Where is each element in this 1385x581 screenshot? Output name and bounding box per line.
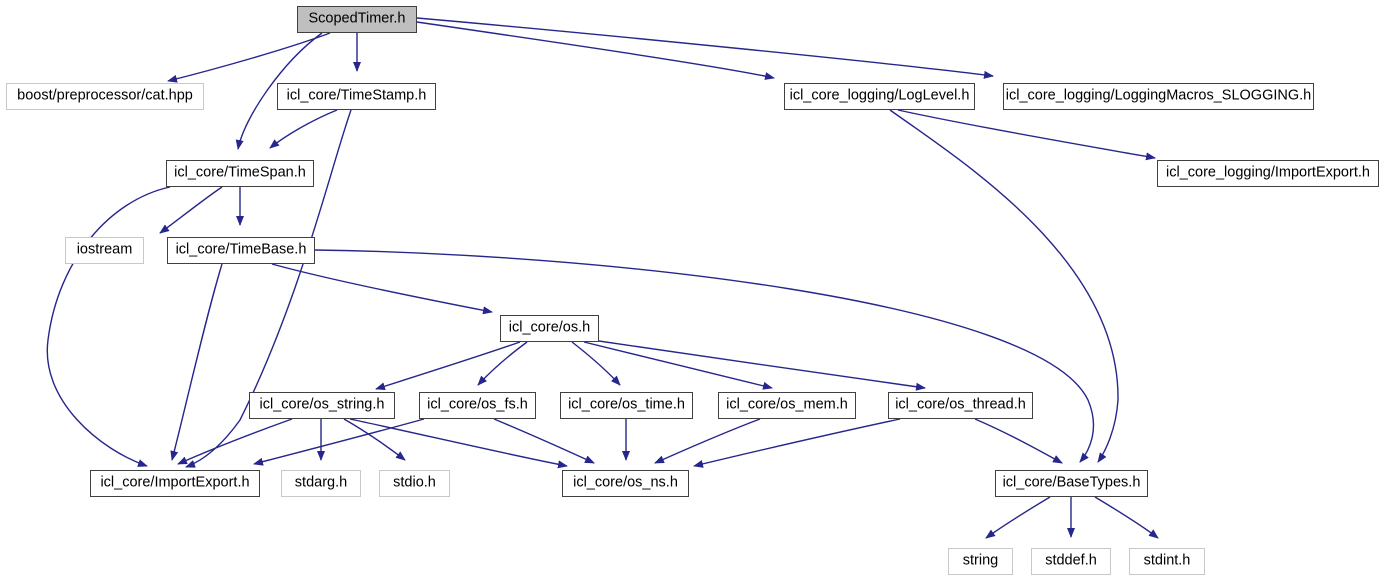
graph-node-label: icl_core/ImportExport.h <box>100 474 250 491</box>
graph-node-os_ns[interactable]: icl_core/os_ns.h <box>562 470 689 497</box>
graph-node-label: icl_core/os_time.h <box>568 396 685 413</box>
graph-node-label: icl_core/os_mem.h <box>726 396 848 413</box>
graph-node-label: icl_core/BaseTypes.h <box>1002 474 1141 491</box>
graph-node-iostream[interactable]: iostream <box>65 237 144 264</box>
graph-node-label: stdio.h <box>393 474 436 491</box>
graph-node-loggingmacros[interactable]: icl_core_logging/LoggingMacros_SLOGGING.… <box>1003 83 1314 110</box>
graph-node-label: boost/preprocessor/cat.hpp <box>17 87 193 104</box>
graph-node-os[interactable]: icl_core/os.h <box>500 315 599 342</box>
graph-node-label: icl_core/os.h <box>508 319 591 336</box>
graph-node-os_time[interactable]: icl_core/os_time.h <box>560 392 693 419</box>
graph-node-importexport[interactable]: icl_core/ImportExport.h <box>90 470 260 497</box>
graph-node-os_string[interactable]: icl_core/os_string.h <box>249 392 395 419</box>
graph-node-os_thread[interactable]: icl_core/os_thread.h <box>888 392 1033 419</box>
graph-node-stdio[interactable]: stdio.h <box>379 470 450 497</box>
graph-node-os_mem[interactable]: icl_core/os_mem.h <box>718 392 856 419</box>
graph-node-label: string <box>962 552 999 569</box>
graph-node-label: icl_core/os_ns.h <box>573 474 678 491</box>
graph-node-label: icl_core/TimeBase.h <box>175 241 307 258</box>
graph-node-label: icl_core/TimeSpan.h <box>174 164 306 181</box>
graph-node-string[interactable]: string <box>948 548 1013 575</box>
graph-node-label: icl_core/os_fs.h <box>427 396 528 413</box>
graph-node-stddef[interactable]: stddef.h <box>1031 548 1111 575</box>
graph-node-label: stdint.h <box>1143 552 1191 569</box>
graph-node-label: icl_core_logging/LogLevel.h <box>789 87 970 104</box>
graph-node-label: icl_core_logging/ImportExport.h <box>1166 164 1370 181</box>
graph-node-label: stdarg.h <box>294 474 348 491</box>
graph-node-timebase[interactable]: icl_core/TimeBase.h <box>167 237 315 264</box>
graph-node-timestamp[interactable]: icl_core/TimeStamp.h <box>277 83 436 110</box>
graph-node-label: icl_core/os_thread.h <box>895 396 1026 413</box>
graph-node-scopedtimer[interactable]: ScopedTimer.h <box>297 6 417 33</box>
graph-node-stdint[interactable]: stdint.h <box>1129 548 1205 575</box>
graph-node-label: ScopedTimer.h <box>308 10 406 27</box>
graph-node-label: icl_core/TimeStamp.h <box>286 87 427 104</box>
graph-node-logging_ie[interactable]: icl_core_logging/ImportExport.h <box>1157 160 1379 187</box>
graph-node-timespan[interactable]: icl_core/TimeSpan.h <box>166 160 314 187</box>
graph-node-os_fs[interactable]: icl_core/os_fs.h <box>419 392 536 419</box>
graph-node-label: stddef.h <box>1045 552 1097 569</box>
graph-node-loglevel[interactable]: icl_core_logging/LogLevel.h <box>784 83 975 110</box>
graph-node-label: iostream <box>76 241 133 258</box>
graph-node-label: icl_core/os_string.h <box>259 396 385 413</box>
graph-node-label: icl_core_logging/LoggingMacros_SLOGGING.… <box>1005 87 1312 104</box>
graph-node-boost_cat[interactable]: boost/preprocessor/cat.hpp <box>6 83 204 110</box>
graph-node-basetypes[interactable]: icl_core/BaseTypes.h <box>995 470 1148 497</box>
graph-node-stdarg[interactable]: stdarg.h <box>281 470 361 497</box>
